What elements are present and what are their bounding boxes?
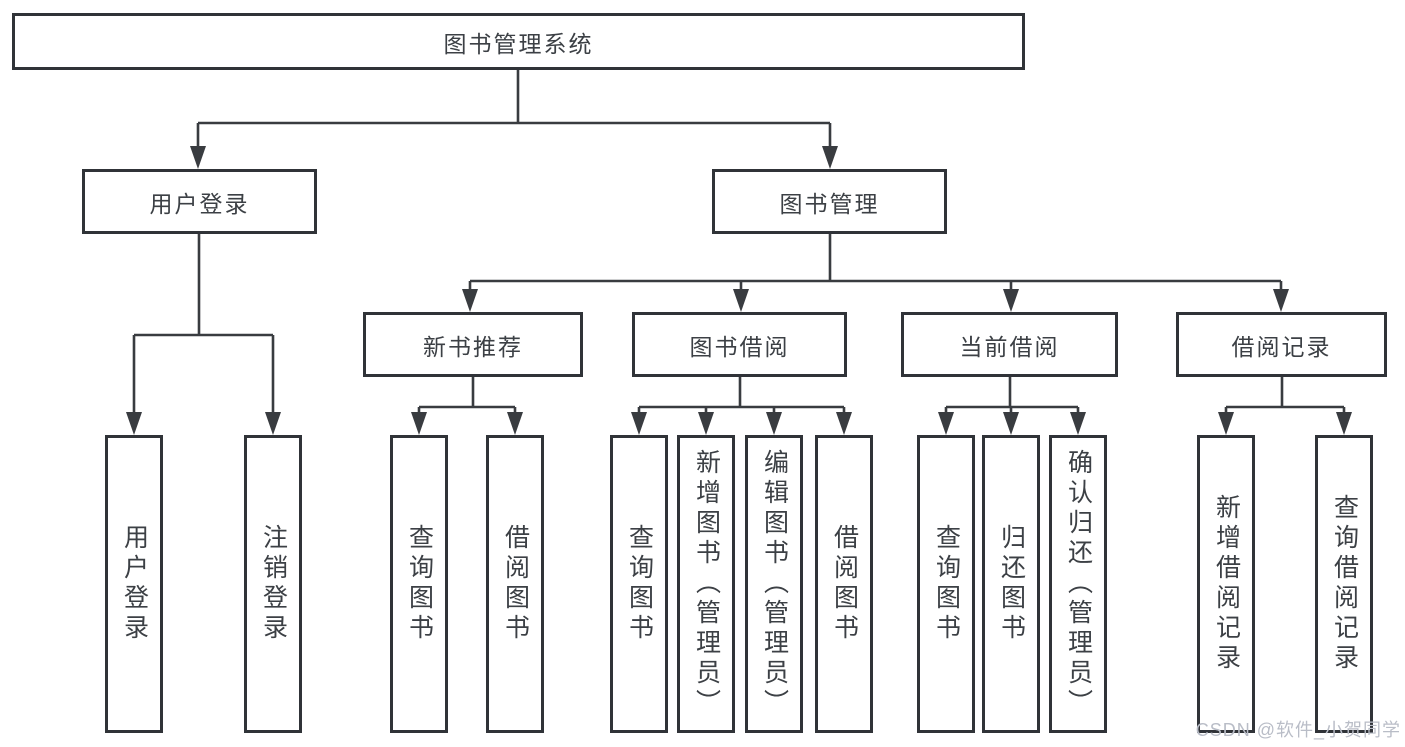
- leaf-borrow-query-books: 查询图书: [610, 435, 668, 733]
- leaf-records-add-record: 新增借阅记录: [1197, 435, 1255, 733]
- leaf-borrow-borrow-books-label: 借阅图书: [830, 524, 859, 644]
- node-root-label: 图书管理系统: [443, 30, 594, 57]
- node-new-book-recommend: 新书推荐: [363, 312, 583, 377]
- leaf-logout-label: 注销登录: [259, 524, 288, 644]
- leaf-current-return-books: 归还图书: [982, 435, 1040, 733]
- leaf-recommend-query-books-label: 查询图书: [405, 524, 434, 644]
- leaf-records-query-record-label: 查询借阅记录: [1330, 494, 1359, 674]
- leaf-borrow-borrow-books: 借阅图书: [815, 435, 873, 733]
- node-current-borrow: 当前借阅: [901, 312, 1118, 377]
- node-user-login: 用户登录: [82, 169, 317, 234]
- node-borrow-records-label: 借阅记录: [1231, 333, 1332, 360]
- node-new-book-recommend-label: 新书推荐: [423, 333, 523, 360]
- node-borrow-records: 借阅记录: [1176, 312, 1387, 377]
- leaf-current-confirm-return-admin-label: 确认归还（管理员）: [1064, 449, 1093, 719]
- leaf-current-query-books-label: 查询图书: [932, 524, 961, 644]
- leaf-borrow-query-books-label: 查询图书: [625, 524, 654, 644]
- leaf-recommend-borrow-books-label: 借阅图书: [501, 524, 530, 644]
- leaf-recommend-query-books: 查询图书: [390, 435, 448, 733]
- leaf-current-confirm-return-admin: 确认归还（管理员）: [1049, 435, 1107, 733]
- arrowheads: [126, 146, 1352, 435]
- node-book-management: 图书管理: [712, 169, 947, 234]
- leaf-borrow-edit-books-admin-label: 编辑图书（管理员）: [760, 449, 789, 719]
- csdn-watermark: CSDN @软件_小贺同学: [1195, 720, 1401, 740]
- leaf-logout: 注销登录: [244, 435, 302, 733]
- leaf-current-return-books-label: 归还图书: [997, 524, 1026, 644]
- leaf-records-query-record: 查询借阅记录: [1315, 435, 1373, 733]
- node-book-borrow: 图书借阅: [632, 312, 847, 377]
- leaf-user-login-label: 用户登录: [120, 524, 149, 644]
- node-book-management-label: 图书管理: [779, 190, 880, 217]
- leaf-borrow-add-books-admin: 新增图书（管理员）: [677, 435, 735, 733]
- node-root: 图书管理系统: [12, 13, 1025, 70]
- leaf-current-query-books: 查询图书: [917, 435, 975, 733]
- leaf-borrow-add-books-admin-label: 新增图书（管理员）: [692, 449, 721, 719]
- leaf-borrow-edit-books-admin: 编辑图书（管理员）: [745, 435, 803, 733]
- leaf-user-login: 用户登录: [105, 435, 163, 733]
- leaf-records-add-record-label: 新增借阅记录: [1212, 494, 1241, 674]
- leaf-recommend-borrow-books: 借阅图书: [486, 435, 544, 733]
- node-user-login-label: 用户登录: [149, 190, 250, 217]
- node-book-borrow-label: 图书借阅: [689, 333, 790, 360]
- node-current-borrow-label: 当前借阅: [959, 333, 1060, 360]
